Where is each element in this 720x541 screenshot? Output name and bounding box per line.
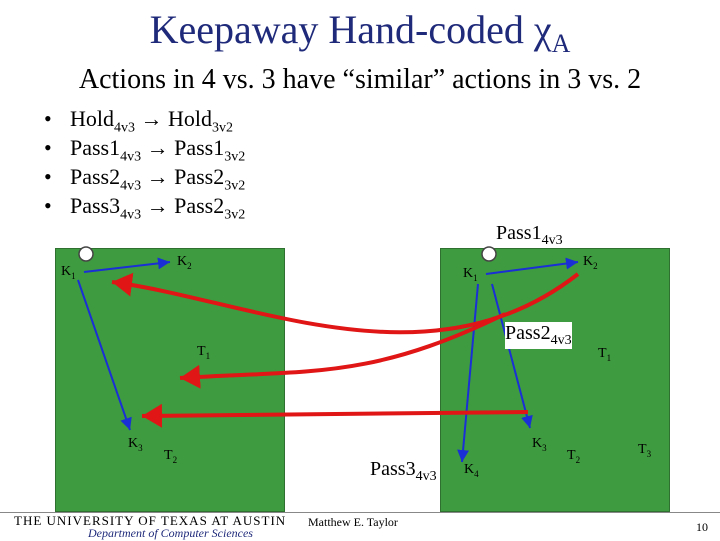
left-k3-label: K3 bbox=[128, 436, 143, 453]
right-k3-label: K3 bbox=[532, 436, 547, 453]
mapping-list: •Hold4v3 → Hold3v2 •Pass14v3 → Pass13v2 … bbox=[44, 104, 246, 223]
map-pass2-arrow bbox=[179, 312, 506, 389]
left-pass-k1-k3-arrow bbox=[77, 279, 132, 431]
left-t2-label: T2 bbox=[164, 448, 178, 465]
left-k1-circle bbox=[78, 246, 94, 262]
right-t3-label: T3 bbox=[638, 442, 652, 459]
right-pass-k1-k3-arrow bbox=[491, 283, 533, 429]
slide-title: Keepaway Hand-coded χA bbox=[0, 6, 720, 59]
university-logo-text: THE UNIVERSITY OF TEXAS AT AUSTIN bbox=[14, 513, 287, 528]
title-text: Keepaway Hand-coded bbox=[149, 7, 534, 52]
pass2-label: Pass24v3 bbox=[505, 322, 572, 349]
title-chi: χ bbox=[533, 7, 552, 52]
left-t1-label: T1 bbox=[197, 344, 211, 361]
slide-subtitle: Actions in 4 vs. 3 have “similar” action… bbox=[78, 64, 642, 95]
title-chi-subscript: A bbox=[551, 29, 571, 58]
list-item: •Pass14v3 → Pass13v2 bbox=[44, 135, 246, 165]
right-pass-k1-k4-arrow bbox=[457, 283, 479, 463]
right-k4-label: K4 bbox=[464, 462, 479, 479]
left-k2-label: K2 bbox=[177, 254, 192, 271]
author-name: Matthew E. Taylor bbox=[308, 515, 398, 529]
right-k1-circle bbox=[481, 246, 497, 262]
page-number: 10 bbox=[696, 520, 708, 534]
pass3-label: Pass34v3 bbox=[370, 458, 437, 485]
pass1-label: Pass14v3 bbox=[496, 222, 563, 248]
map-pass1-arrow bbox=[111, 272, 580, 335]
right-k1-label: K1 bbox=[463, 266, 478, 283]
list-item: •Pass34v3 → Pass23v2 bbox=[44, 193, 246, 223]
list-item: •Pass24v3 → Pass23v2 bbox=[44, 164, 246, 194]
map-pass3-arrow bbox=[141, 403, 529, 428]
left-pass-k1-k2-arrow bbox=[83, 257, 171, 273]
list-item: •Hold4v3 → Hold3v2 bbox=[44, 106, 233, 136]
right-pass-k1-k2-arrow bbox=[485, 257, 579, 275]
department-text: Department of Computer Sciences bbox=[88, 526, 253, 540]
footer-divider bbox=[0, 512, 720, 513]
right-k2-label: K2 bbox=[583, 254, 598, 271]
left-k1-label: K1 bbox=[61, 264, 76, 281]
right-t2-label: T2 bbox=[567, 448, 581, 465]
right-t1-label: T1 bbox=[598, 346, 612, 363]
